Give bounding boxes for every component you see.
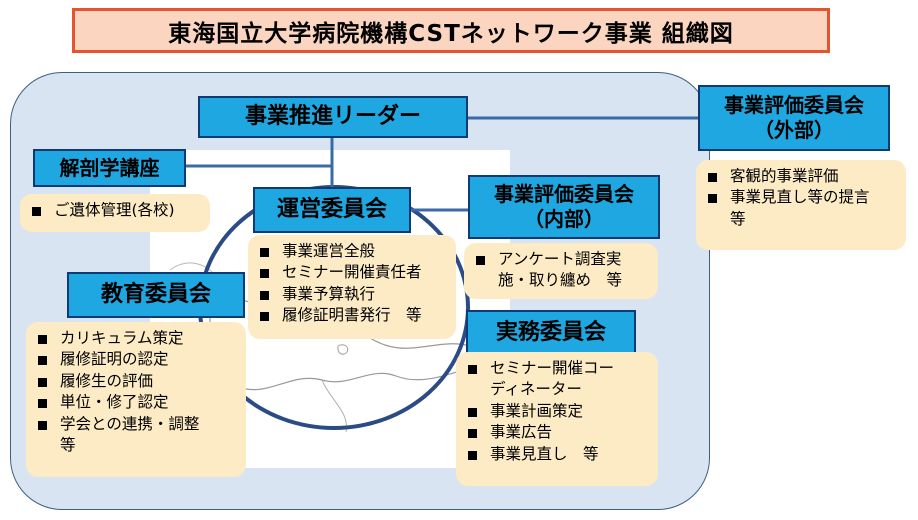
list-item: 学会との連携・調整 — [36, 414, 236, 435]
education-box: 教育委員会 — [67, 272, 245, 318]
list-item: 施・取り纏め 等 — [498, 271, 623, 290]
steering-label: 運営委員会 — [276, 197, 387, 223]
education-label: 教育委員会 — [100, 282, 211, 308]
leader-label: 事業推進リーダー — [244, 104, 421, 130]
external-eval-sublabel: （外部） — [754, 118, 834, 142]
list-item: ディネーター — [490, 380, 582, 399]
list-item: 事業広告 — [466, 422, 648, 443]
practical-box: 実務委員会 — [466, 310, 636, 356]
list-item: 事業予算執行 — [258, 284, 446, 305]
education-panel: カリキュラム策定 履修証明の認定 履修生の評価 単位・修了認定 学会との連携・調… — [26, 322, 246, 477]
practical-label: 実務委員会 — [495, 320, 606, 346]
list-item: 事業見直し 等 — [466, 444, 648, 465]
list-item: セミナー開催コー — [466, 358, 648, 379]
page-title: 東海国立大学病院機構CSTネットワーク事業 組織図 — [72, 8, 830, 53]
list-item: 履修証明書発行 等 — [258, 305, 446, 326]
list-item: 等 — [730, 209, 746, 228]
list-item: 客観的事業評価 — [706, 166, 896, 187]
list-item: 等 — [60, 435, 76, 454]
list-item: 履修生の評価 — [36, 371, 236, 392]
list-item: カリキュラム策定 — [36, 328, 236, 349]
list-item: セミナー開催責任者 — [258, 262, 446, 283]
list-item: 単位・修了認定 — [36, 392, 236, 413]
anatomy-panel: ご遺体管理(各校) — [20, 194, 210, 232]
internal-eval-panel: アンケート調査実 施・取り纏め 等 — [464, 243, 658, 299]
external-eval-box: 事業評価委員会 （外部） — [698, 85, 890, 151]
list-item: 履修証明の認定 — [36, 349, 236, 370]
list-item: 事業運営全般 — [258, 241, 446, 262]
leader-box: 事業推進リーダー — [198, 96, 468, 138]
internal-eval-sublabel: （内部） — [524, 207, 604, 231]
list-item: 事業計画策定 — [466, 401, 648, 422]
internal-eval-label: 事業評価委員会 — [494, 182, 634, 206]
internal-eval-box: 事業評価委員会 （内部） — [468, 175, 660, 239]
list-item: 事業見直し等の提言 — [706, 187, 896, 208]
list-item: ご遺体管理(各校) — [30, 200, 200, 221]
list-item: アンケート調査実 — [474, 249, 648, 270]
steering-panel: 事業運営全般 セミナー開催責任者 事業予算執行 履修証明書発行 等 — [248, 235, 456, 339]
external-eval-panel: 客観的事業評価 事業見直し等の提言 等 — [696, 160, 906, 250]
anatomy-box: 解剖学講座 — [33, 149, 186, 187]
external-eval-label: 事業評価委員会 — [724, 93, 864, 117]
steering-box: 運営委員会 — [253, 187, 411, 233]
practical-panel: セミナー開催コー ディネーター 事業計画策定 事業広告 事業見直し 等 — [456, 352, 658, 486]
anatomy-label: 解剖学講座 — [59, 155, 160, 180]
